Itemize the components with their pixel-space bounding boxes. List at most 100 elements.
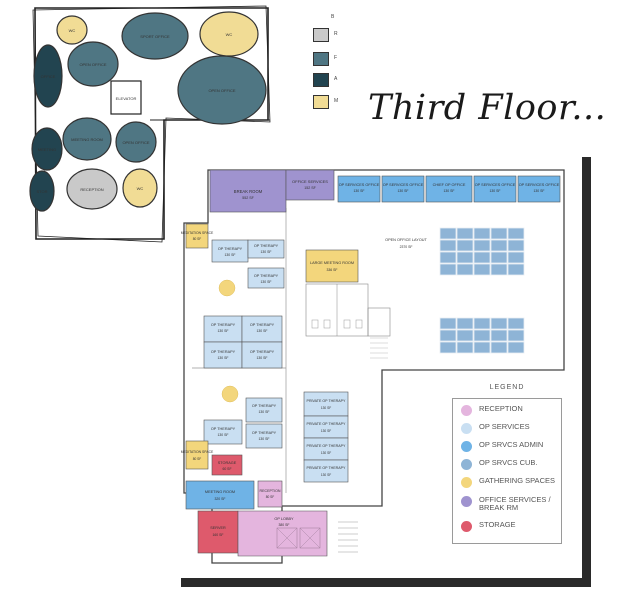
legend-swatch	[461, 441, 472, 452]
cubicle	[490, 317, 508, 330]
legend-item-office-break: OFFICE SERVICES / BREAK RM	[461, 496, 559, 512]
cubicle-cluster	[439, 227, 525, 354]
legend-label: OP SRVCS ADMIN	[479, 440, 544, 449]
private-therapy-area: 130 SF	[321, 473, 331, 477]
storage-area: 60 SF	[222, 467, 231, 471]
therapy-name: OP THERAPY	[252, 404, 277, 408]
therapy-area: 130 SF	[259, 437, 270, 441]
therapy-name: OP THERAPY	[250, 323, 275, 327]
therapy-area: 130 SF	[261, 280, 272, 284]
sketch-key-text: M	[334, 98, 339, 104]
private-therapy-area: 130 SF	[321, 406, 331, 410]
office-area: 130 SF	[490, 189, 501, 193]
sketch-blob-label: WC	[137, 186, 144, 191]
cubicle	[456, 263, 474, 276]
break-room-name: BREAK ROOM	[234, 189, 263, 194]
cubicle	[490, 239, 508, 252]
legend-item-op-admin: OP SRVCS ADMIN	[461, 441, 559, 452]
therapy-area: 130 SF	[218, 356, 229, 360]
op-lobby-name: OP LOBBY	[274, 517, 294, 521]
legend-item-op-cub: OP SRVCS CUB.	[461, 459, 559, 470]
therapy-name: OP THERAPY	[250, 350, 275, 354]
sketch-blob-label: RECEPTION	[80, 187, 103, 192]
server-name: SERVER	[210, 526, 226, 530]
cubicle	[456, 341, 474, 354]
therapy-name: OP THERAPY	[211, 350, 236, 354]
meeting-room-name: MEETING ROOM	[205, 490, 235, 494]
sketch-key-title: B	[331, 14, 335, 20]
sketch-key-text: A	[334, 76, 338, 82]
cubicle	[473, 263, 491, 276]
sketch-key-swatch	[313, 95, 329, 109]
meditation-area: 80 SF	[193, 457, 202, 461]
office-services-name: OFFICE SERVICES	[292, 179, 328, 184]
private-therapy-name: PRIVATE OP THERAPY	[307, 399, 346, 403]
legend-title: LEGEND	[489, 384, 525, 391]
private-therapy-area: 130 SF	[321, 429, 331, 433]
therapy-name: OP THERAPY	[218, 247, 243, 251]
therapy-name: OP THERAPY	[211, 427, 236, 431]
sketch-core	[110, 80, 142, 115]
therapy-area: 130 SF	[257, 329, 268, 333]
cubicle	[507, 239, 525, 252]
cubicle	[507, 251, 525, 264]
office-name: CHIEF OP OFFICE	[433, 183, 466, 187]
page-title: Third Floor...	[368, 88, 607, 128]
sketch-blob	[177, 55, 267, 125]
sketch-blob-label: OPEN OFFICE	[208, 88, 235, 93]
cubicle	[439, 227, 457, 240]
bubble-sketch: ELEVATOR WC SPORT OFFICE WC OFFICE OPEN …	[29, 5, 271, 243]
sketch-blob	[121, 12, 189, 60]
sketch-blobs: WC SPORT OFFICE WC OFFICE OPEN OFFICE OP…	[29, 11, 267, 212]
legend-label: RECEPTION	[479, 404, 523, 413]
sketch-core-label: ELEVATOR	[116, 96, 137, 101]
private-therapy-name: PRIVATE OP THERAPY	[307, 422, 346, 426]
cubicle	[507, 341, 525, 354]
cubicle	[507, 317, 525, 330]
therapy-area: 130 SF	[218, 433, 229, 437]
private-therapy-name: PRIVATE OP THERAPY	[307, 444, 346, 448]
meditation-area: 80 SF	[193, 237, 202, 241]
large-meeting-name: LARGE MEETING ROOM	[310, 261, 354, 265]
legend-swatch	[461, 459, 472, 470]
sketch-blob	[67, 41, 119, 87]
cubicle	[490, 341, 508, 354]
cubicle	[507, 263, 525, 276]
private-therapy-area: 130 SF	[321, 451, 331, 455]
sketch-blob-label: SPORT OFFICE	[140, 34, 170, 39]
sketch-blob	[56, 15, 88, 45]
sketch-key-swatch	[313, 73, 329, 87]
sketch-blob-label: MEETING ROOM	[71, 137, 103, 142]
private-therapy-name: PRIVATE OP THERAPY	[307, 466, 346, 470]
open-office-name: OPEN OFFICE LAYOUT	[385, 238, 427, 242]
cubicle	[456, 227, 474, 240]
sketch-blob-label: WC	[69, 28, 76, 33]
sketch-blob	[29, 170, 55, 212]
legend: LEGEND RECEPTION OP SERVICES OP SRVCS AD…	[452, 384, 562, 544]
legend-label: OP SRVCS CUB.	[479, 458, 538, 467]
sketch-blob	[122, 168, 158, 208]
sketch-key-text: F	[334, 55, 338, 61]
cubicle	[473, 329, 491, 342]
cubicle	[473, 317, 491, 330]
reception-name: RECEPTION	[260, 489, 281, 493]
office-services-area: 152 SF	[304, 186, 316, 190]
cubicle	[456, 251, 474, 264]
therapy-area: 130 SF	[225, 253, 236, 257]
legend-label: OFFICE SERVICES / BREAK RM	[479, 495, 551, 512]
legend-swatch	[461, 477, 472, 488]
therapy-name: OP THERAPY	[252, 431, 277, 435]
legend-item-op-services: OP SERVICES	[461, 423, 559, 434]
cubicle	[473, 239, 491, 252]
cubicle	[439, 329, 457, 342]
cubicle	[473, 341, 491, 354]
cubicle	[507, 329, 525, 342]
cubicle	[439, 239, 457, 252]
office-name: OP SERVICES OFFICE	[383, 183, 424, 187]
cubicle	[473, 227, 491, 240]
legend-swatch	[461, 405, 472, 416]
cubicle	[439, 341, 457, 354]
floor-plan: BREAK ROOM 552 SF OFFICE SERVICES 152 SF…	[181, 169, 565, 564]
sketch-key-swatch	[313, 52, 329, 66]
cubicle	[439, 251, 457, 264]
